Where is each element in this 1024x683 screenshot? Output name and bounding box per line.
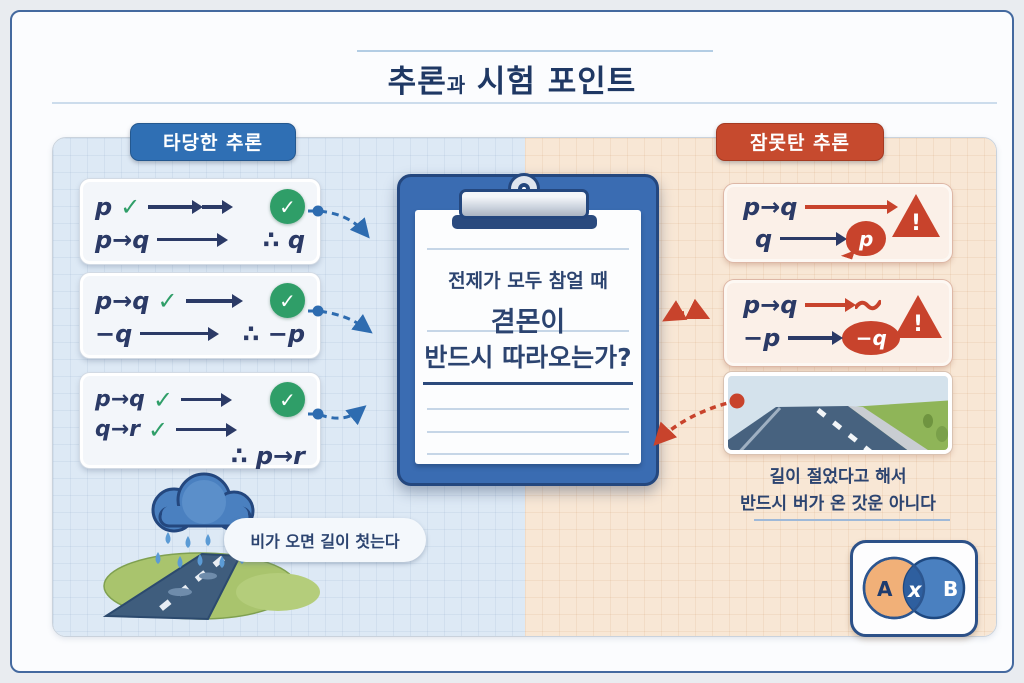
caption-underline: [754, 519, 950, 521]
puddle: [168, 588, 192, 596]
wrong-term: p: [859, 226, 874, 251]
valid-check-badge-icon: ✓: [270, 189, 305, 225]
formula-row: q→r ✓: [95, 417, 305, 442]
title-part1: 추론: [387, 64, 447, 100]
formula-row: p→q ✓ ✓: [95, 382, 305, 417]
premise-implication: p→q: [743, 193, 798, 221]
invalid-inference-badge: 잠못탄 추론: [716, 123, 884, 161]
grass: [850, 400, 948, 450]
paper-rule: [427, 248, 629, 250]
clipboard-clip-icon: [459, 189, 589, 219]
denying-antecedent-box: p→q −p −q !: [724, 280, 952, 366]
premise-term: −q: [95, 319, 133, 348]
formula-row: p→q ✓ ✓: [95, 283, 305, 319]
syllogism-box: p→q ✓ ✓ q→r ✓ ∴ p→r: [80, 373, 320, 470]
formula-row: ∴ p→r: [95, 442, 305, 470]
arrow-icon: [176, 423, 238, 436]
title-particle: 과: [446, 73, 466, 97]
title-top-rule: [357, 50, 713, 52]
arrow-icon: [185, 294, 243, 307]
check-icon: ✓: [148, 415, 169, 444]
venn-diagram-card: A B x: [850, 540, 978, 637]
paper-rule-strong: [423, 382, 633, 385]
clipboard-line3: 반드시 따라오는가?: [424, 343, 632, 372]
puddle: [199, 572, 217, 580]
hill-small: [236, 573, 320, 611]
paper-rule: [427, 431, 629, 433]
premise-term: p: [95, 192, 113, 221]
fallacy-caption-line1: 길이 절었다고 해서: [769, 467, 907, 487]
premise-implication: p→q: [95, 387, 145, 412]
premise-term: −p: [743, 324, 781, 352]
wrong-conclusion-bubble: p: [846, 221, 887, 256]
premise-implication: p→q: [95, 286, 150, 315]
conclusion-implication: ∴ p→r: [230, 442, 305, 470]
valid-inference-badge: 타당한 추론: [130, 123, 296, 161]
arrow-icon: [181, 393, 233, 406]
red-arrow-icon: [805, 200, 899, 213]
arrow-icon: [157, 233, 229, 246]
formula-row: p→q: [743, 193, 937, 221]
rain-speech-bubble: 비가 오면 길이 첫는다: [224, 518, 426, 562]
premise-implication: p→q: [95, 225, 150, 254]
formula-row: p→q: [743, 291, 937, 319]
title-bottom-rule: [52, 102, 997, 104]
formula-row: −q ∴ −p: [95, 320, 305, 348]
road-surface: [102, 552, 242, 621]
wrong-conclusion-oval: −q: [842, 321, 901, 355]
venn-label-b: B: [943, 577, 958, 601]
red-arrow-icon: [805, 298, 857, 311]
page-title: 추론과 시험 포인트: [12, 56, 1012, 101]
formula-row: −p −q: [743, 321, 937, 355]
premise-term: q: [755, 224, 773, 253]
paper-rule: [427, 408, 629, 410]
venn-diagram: A B x: [862, 556, 966, 620]
road-shoulder: [848, 406, 928, 450]
clipboard-line1: 전제가 모두 참얼 때: [448, 270, 608, 292]
wrong-term: −q: [855, 326, 887, 350]
road-illustration: [728, 376, 948, 450]
clipboard-paper: 전제가 모두 참얼 때 겯몬이 반드시 따라오는가?: [415, 210, 641, 464]
arrow-icon: [780, 232, 848, 245]
clipboard-line2: 겯몬이: [490, 307, 566, 338]
formula-row: p→q ∴ q: [95, 226, 305, 254]
affirming-consequent-box: p→q q p !: [724, 184, 952, 262]
paper-rule: [427, 330, 629, 332]
modus-tollens-box: p→q ✓ ✓ −q ∴ −p: [80, 273, 320, 358]
rain-road-illustration: [102, 472, 320, 621]
check-icon: ✓: [152, 385, 174, 414]
conclusion-term: ∴ −p: [242, 319, 305, 348]
road-edge: [739, 406, 782, 450]
squiggle-mark-icon: [855, 300, 882, 311]
formula-row: p ✓ ✓: [95, 189, 305, 225]
conclusion-term: ∴ q: [262, 225, 305, 254]
check-icon: ✓: [120, 192, 141, 221]
premise-implication: p→q: [743, 291, 798, 319]
venn-label-a: A: [877, 577, 893, 601]
premise-implication: q→r: [95, 417, 141, 442]
arrow-icon: [148, 200, 204, 213]
fallacy-caption-line2: 반드시 버가 온 갓운 아니다: [740, 494, 936, 514]
valid-check-badge-icon: ✓: [270, 283, 305, 319]
infographic-card: 추론과 시험 포인트 타당한 추론 잠못탄 추론 p ✓ ✓ p→q ∴ q p…: [10, 10, 1014, 673]
check-icon: ✓: [157, 286, 178, 315]
valid-check-badge-icon: ✓: [270, 382, 305, 417]
arrow-icon: [788, 331, 844, 344]
modus-ponens-box: p ✓ ✓ p→q ∴ q: [80, 179, 320, 264]
formula-row: q p: [743, 221, 937, 256]
road-centerline: [150, 555, 225, 619]
wet-road-image: [724, 372, 952, 454]
rain-cloud-icon: [151, 472, 255, 533]
arrow-icon: [140, 327, 220, 340]
paper-rule: [427, 453, 629, 455]
title-part2: 시험 포인트: [465, 64, 637, 100]
arrow-icon: [202, 200, 234, 213]
venn-label-x: x: [907, 578, 923, 602]
